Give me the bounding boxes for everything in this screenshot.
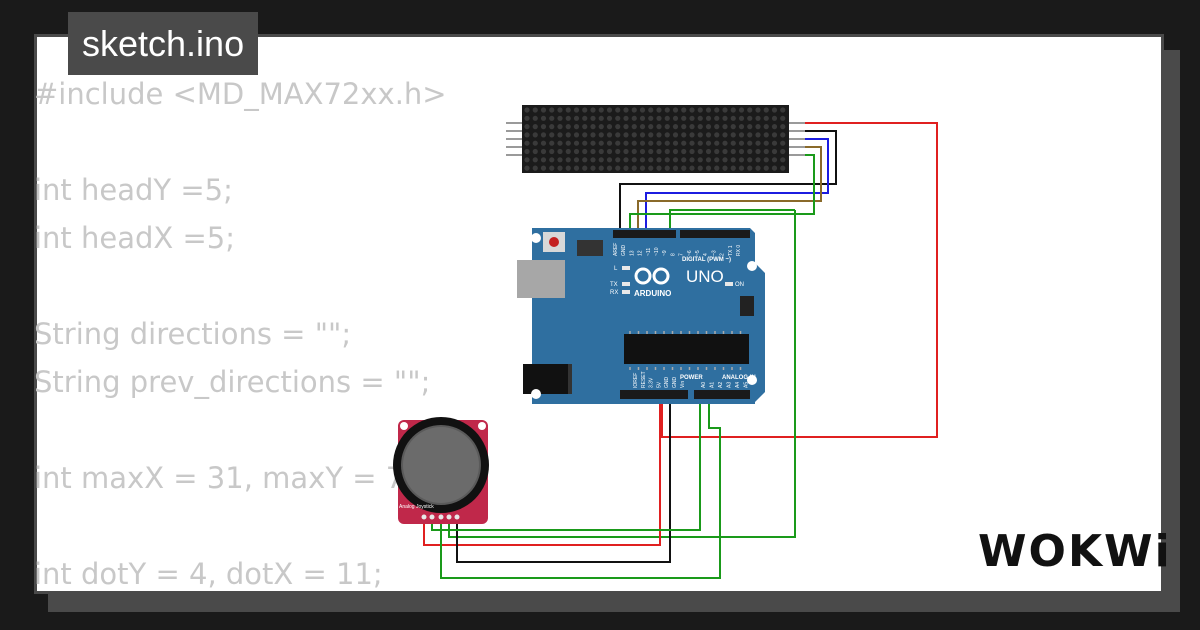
pin-label: ~9 xyxy=(662,250,668,256)
pin-label: IOREF xyxy=(633,373,639,388)
led-matrix xyxy=(506,105,805,173)
pin-label: 3.3V xyxy=(649,377,655,388)
digital-label: DIGITAL (PWM ~) xyxy=(682,257,731,263)
pin-label: A2 xyxy=(718,382,724,388)
wire-joystick-horz xyxy=(440,395,721,579)
pin-label: ~11 xyxy=(646,248,652,256)
code-line: int headX =5; xyxy=(34,221,236,255)
wire-din xyxy=(645,138,829,238)
pin-label: AREF xyxy=(613,243,619,256)
wire-joystick-vcc xyxy=(423,395,661,546)
board-name: UNO xyxy=(686,267,724,286)
pin-label: 5V xyxy=(656,381,662,388)
pin-label: GND xyxy=(672,377,678,389)
pin-label: 13 xyxy=(629,250,635,256)
wire-vcc xyxy=(661,122,938,438)
code-line: #include <MD_MAX72xx.h> xyxy=(34,77,447,111)
usb-port xyxy=(517,260,565,298)
pin-label: 2 xyxy=(720,253,726,256)
file-title: sketch.ino xyxy=(68,12,259,75)
pin-label: ~5 xyxy=(695,250,701,256)
pin-label: A5 xyxy=(744,382,750,388)
pin-label: 4 xyxy=(703,253,709,256)
microcontroller-chip xyxy=(624,334,749,364)
analog-joystick: Analog Joystick xyxy=(393,417,489,524)
wire-clk xyxy=(629,154,815,238)
tx-label: TX xyxy=(610,282,618,288)
analog-label: ANALOG IN xyxy=(722,375,756,381)
rx-label: RX xyxy=(610,290,618,296)
pin-label: 7 xyxy=(679,253,685,256)
pin-label: RX 0 xyxy=(736,245,742,256)
pin-label: GND xyxy=(664,377,670,389)
arduino-uno-board: UNO ARDUINO DIGITAL (PWM ~) POWER ANALOG… xyxy=(517,228,765,404)
pin-label: A3 xyxy=(727,382,733,388)
pin-label: Vin xyxy=(680,381,686,388)
pin-label: RESET xyxy=(641,371,647,388)
wire-gnd xyxy=(619,130,837,238)
pin-label: A0 xyxy=(701,382,707,388)
l-label: L xyxy=(614,266,618,272)
pin-label: A4 xyxy=(735,382,741,388)
wokwi-logo: WOKWi xyxy=(978,526,1172,577)
pin-label: ~10 xyxy=(654,247,660,256)
pin-label: 8 xyxy=(670,253,676,256)
pin-label: 12 xyxy=(638,250,644,256)
code-line: int headY =5; xyxy=(34,173,233,207)
board-brand: ARDUINO xyxy=(634,289,671,298)
power-label: POWER xyxy=(680,375,703,381)
joystick-label: Analog Joystick xyxy=(399,504,434,510)
pin-label: ~6 xyxy=(687,250,693,256)
pin-label: TX 1 xyxy=(728,245,734,256)
on-label: ON xyxy=(735,282,744,288)
code-line: int dotY = 4, dotX = 11; xyxy=(34,557,383,591)
pin-label: GND xyxy=(621,245,627,257)
code-line: String directions = ""; xyxy=(34,317,352,351)
arduino-infinity-icon xyxy=(634,267,670,285)
pin-label: A1 xyxy=(710,382,716,388)
wire-joystick-sel xyxy=(448,210,796,538)
code-line: String prev_directions = ""; xyxy=(34,365,431,399)
pin-label: ~3 xyxy=(711,250,717,256)
wire-joystick-gnd xyxy=(456,395,671,563)
power-jack xyxy=(523,364,571,394)
